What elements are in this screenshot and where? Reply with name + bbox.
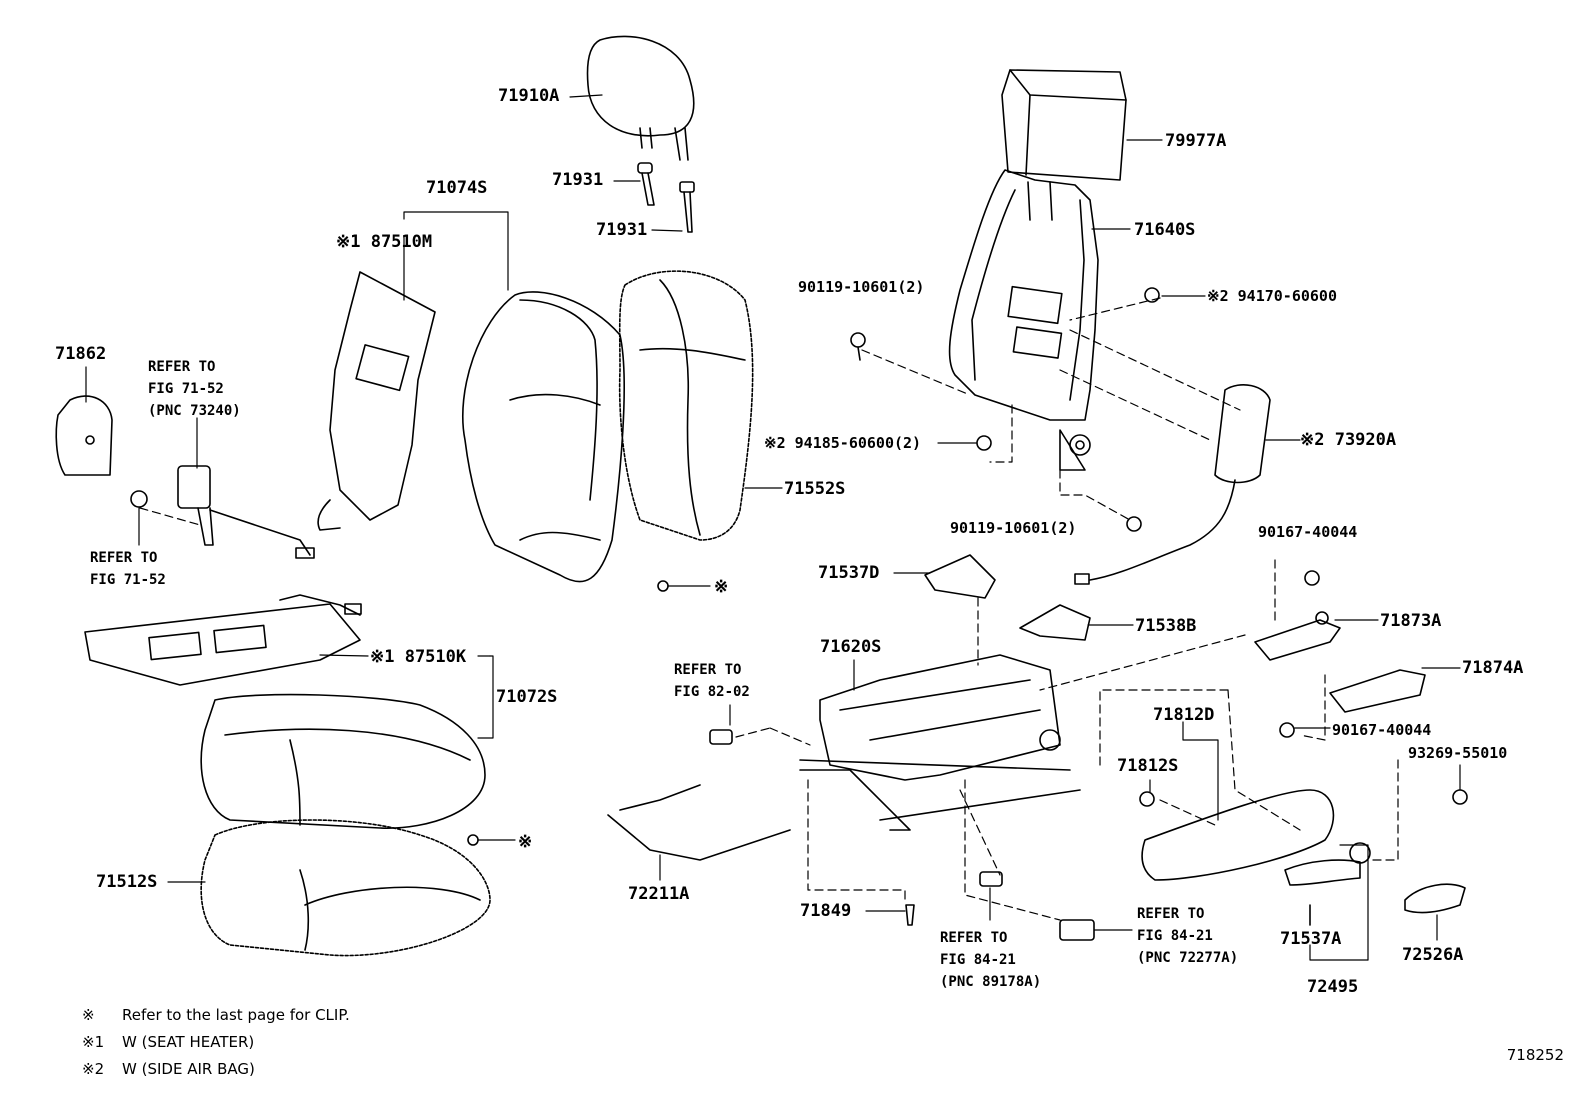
label-71910a: 71910A (498, 86, 560, 106)
label-71537d: 71537D (818, 563, 880, 583)
seat-buckle (131, 466, 314, 558)
cushion-pad-71072s (201, 695, 485, 829)
label-87510k: ※1 87510K (370, 647, 467, 667)
wire-72211a (608, 785, 790, 860)
label-71620s: 71620S (820, 637, 882, 657)
label-90119-10601-upper: 90119-10601(2) (798, 278, 925, 296)
bracket-71538b (1020, 605, 1090, 640)
seatback-cover-71552s (620, 271, 753, 540)
knob-72526a (1405, 884, 1465, 912)
label-71812d: 71812D (1153, 705, 1215, 725)
refer-fig-84-21-pnc-72277a: REFER TO FIG 84-21 (PNC 72277A) (1137, 906, 1239, 966)
footnote-side-air-bag: ※2 W (SIDE AIR BAG) (82, 1060, 255, 1078)
airbag-73920a (1075, 385, 1270, 584)
seatback-frame-71640s (950, 170, 1098, 470)
part-71874a (1330, 670, 1425, 712)
label-71812s: 71812S (1117, 756, 1179, 776)
label-71072s: 71072S (496, 687, 558, 707)
footnote-text: W (SEAT HEATER) (122, 1033, 255, 1051)
cushion-cover-71512s (201, 820, 490, 956)
label-71640s: 71640S (1134, 220, 1196, 240)
leader-lines (86, 95, 1460, 960)
label-71862: 71862 (55, 344, 107, 364)
footnote-clip: ※ Refer to the last page for CLIP. (82, 1006, 350, 1024)
label-79977a: 79977A (1165, 131, 1227, 151)
pad-79977a (1002, 70, 1126, 180)
seatback-pad-71074s (463, 292, 624, 582)
footnote-text: W (SIDE AIR BAG) (122, 1060, 255, 1078)
refer-fig-71-52: REFER TO FIG 71-52 (90, 550, 166, 588)
label-72495: 72495 (1307, 977, 1359, 997)
label-73920a: ※2 73920A (1300, 430, 1397, 450)
label-71931-lower: 71931 (596, 220, 648, 240)
label-71537a: 71537A (1280, 929, 1342, 949)
label-90167-40044-upper: 90167-40044 (1258, 523, 1358, 541)
label-clip-upper: ※ (714, 577, 729, 597)
heater-87510k (85, 595, 361, 685)
heater-87510m (318, 272, 435, 530)
label-71849: 71849 (800, 901, 852, 921)
headrest-71910a (588, 36, 694, 160)
label-71552s: 71552S (784, 479, 846, 499)
footnote-text: Refer to the last page for CLIP. (122, 1006, 350, 1024)
label-71074s: 71074S (426, 178, 488, 198)
label-72526a: 72526A (1402, 945, 1464, 965)
cover-71862 (56, 396, 112, 475)
shield-71812d (1142, 790, 1333, 880)
lever-72495 (1285, 843, 1370, 925)
label-90167-40044-lower: 90167-40044 (1332, 721, 1432, 739)
label-87510m: ※1 87510M (336, 232, 433, 252)
label-clip-lower: ※ (518, 832, 533, 852)
handle-71873a (1255, 612, 1340, 660)
dashed-lines (140, 298, 1398, 920)
label-71873a: 71873A (1380, 611, 1442, 631)
label-71874a: 71874A (1462, 658, 1524, 678)
label-72211a: 72211A (628, 884, 690, 904)
label-94170-60600: ※2 94170-60600 (1207, 287, 1337, 305)
label-90119-10601-lower: 90119-10601(2) (950, 519, 1077, 537)
footnote-mark: ※2 (82, 1060, 105, 1078)
label-94185-60600: ※2 94185-60600(2) (764, 434, 922, 452)
cushion-frame-71620s (800, 655, 1080, 830)
bracket-71537d (925, 555, 995, 598)
headrest-guide-71931 (638, 163, 694, 232)
label-71538b: 71538B (1135, 616, 1197, 636)
figure-number: 718252 (1506, 1046, 1564, 1064)
label-71931-upper: 71931 (552, 170, 604, 190)
refer-fig-71-52-pnc-73240: REFER TO FIG 71-52 (PNC 73240) (148, 359, 241, 419)
refer-fig-84-21-pnc-89178a: REFER TO FIG 84-21 (PNC 89178A) (940, 930, 1042, 990)
label-93269-55010: 93269-55010 (1408, 744, 1508, 762)
footnote-seat-heater: ※1 W (SEAT HEATER) (82, 1033, 254, 1051)
footnote-mark: ※ (82, 1006, 95, 1024)
footnote-mark: ※1 (82, 1033, 105, 1051)
label-71512s: 71512S (96, 872, 158, 892)
refer-fig-82-02: REFER TO FIG 82-02 (674, 662, 750, 700)
